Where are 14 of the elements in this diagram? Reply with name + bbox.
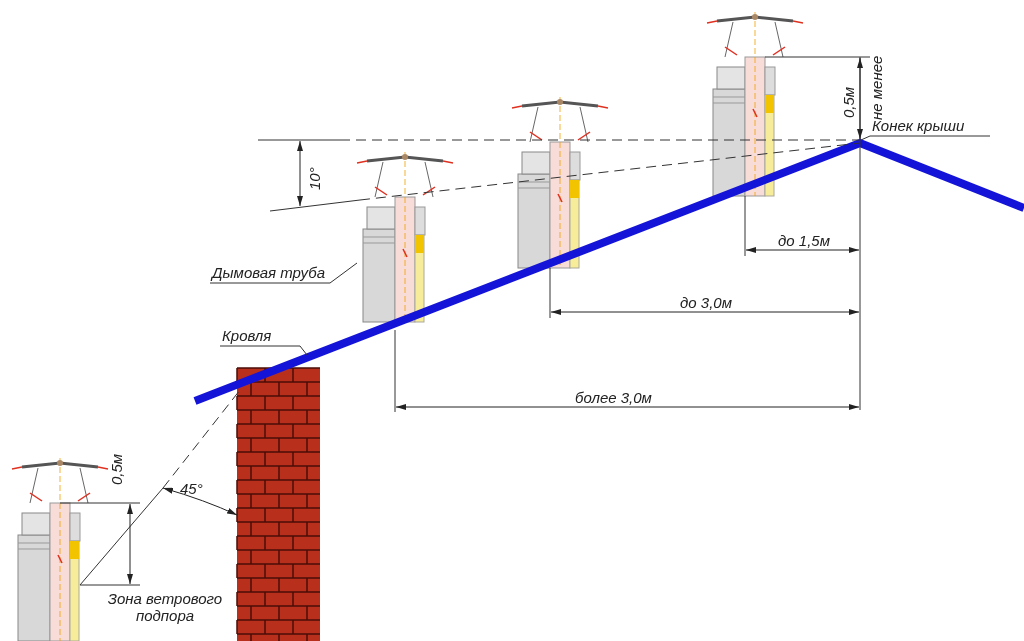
dimension-text: до 1,5м — [778, 232, 830, 249]
dimension-text: не менее — [868, 55, 885, 120]
part-label: Кровля — [222, 327, 272, 344]
dimension-text: 0,5м — [108, 453, 125, 485]
dimension-text: более 3,0м — [575, 389, 652, 406]
roof-line — [193, 138, 1024, 405]
dimension-text: до 3,0м — [680, 294, 732, 311]
note-text: Зона ветрового подпора — [106, 590, 224, 624]
angle-text: 45° — [180, 480, 203, 497]
leader-line — [860, 135, 991, 141]
leader-line — [219, 345, 308, 356]
angle-text: 10° — [306, 167, 323, 190]
leader-line — [209, 262, 358, 284]
dimension-text: 0,5м — [840, 86, 857, 118]
